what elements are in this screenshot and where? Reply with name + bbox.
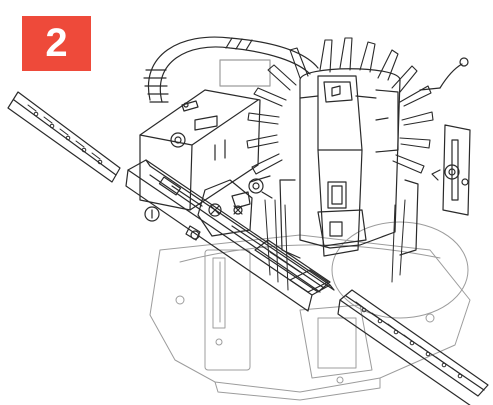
junction-box: [139, 89, 261, 222]
left-bar-hanger: [7, 91, 121, 183]
lower-channel: [254, 239, 331, 293]
right-bar-hanger: [337, 289, 489, 405]
step-number-badge: 2: [22, 16, 91, 71]
slide-bracket-channel: [125, 159, 335, 312]
step-number: 2: [45, 21, 68, 65]
flexible-conduit: [143, 36, 319, 103]
right-bracket: [419, 57, 471, 216]
mounting-plate: [149, 221, 471, 401]
socket-assembly: [299, 75, 399, 257]
heat-sink: [246, 37, 434, 291]
clamp-plate: [185, 175, 273, 241]
